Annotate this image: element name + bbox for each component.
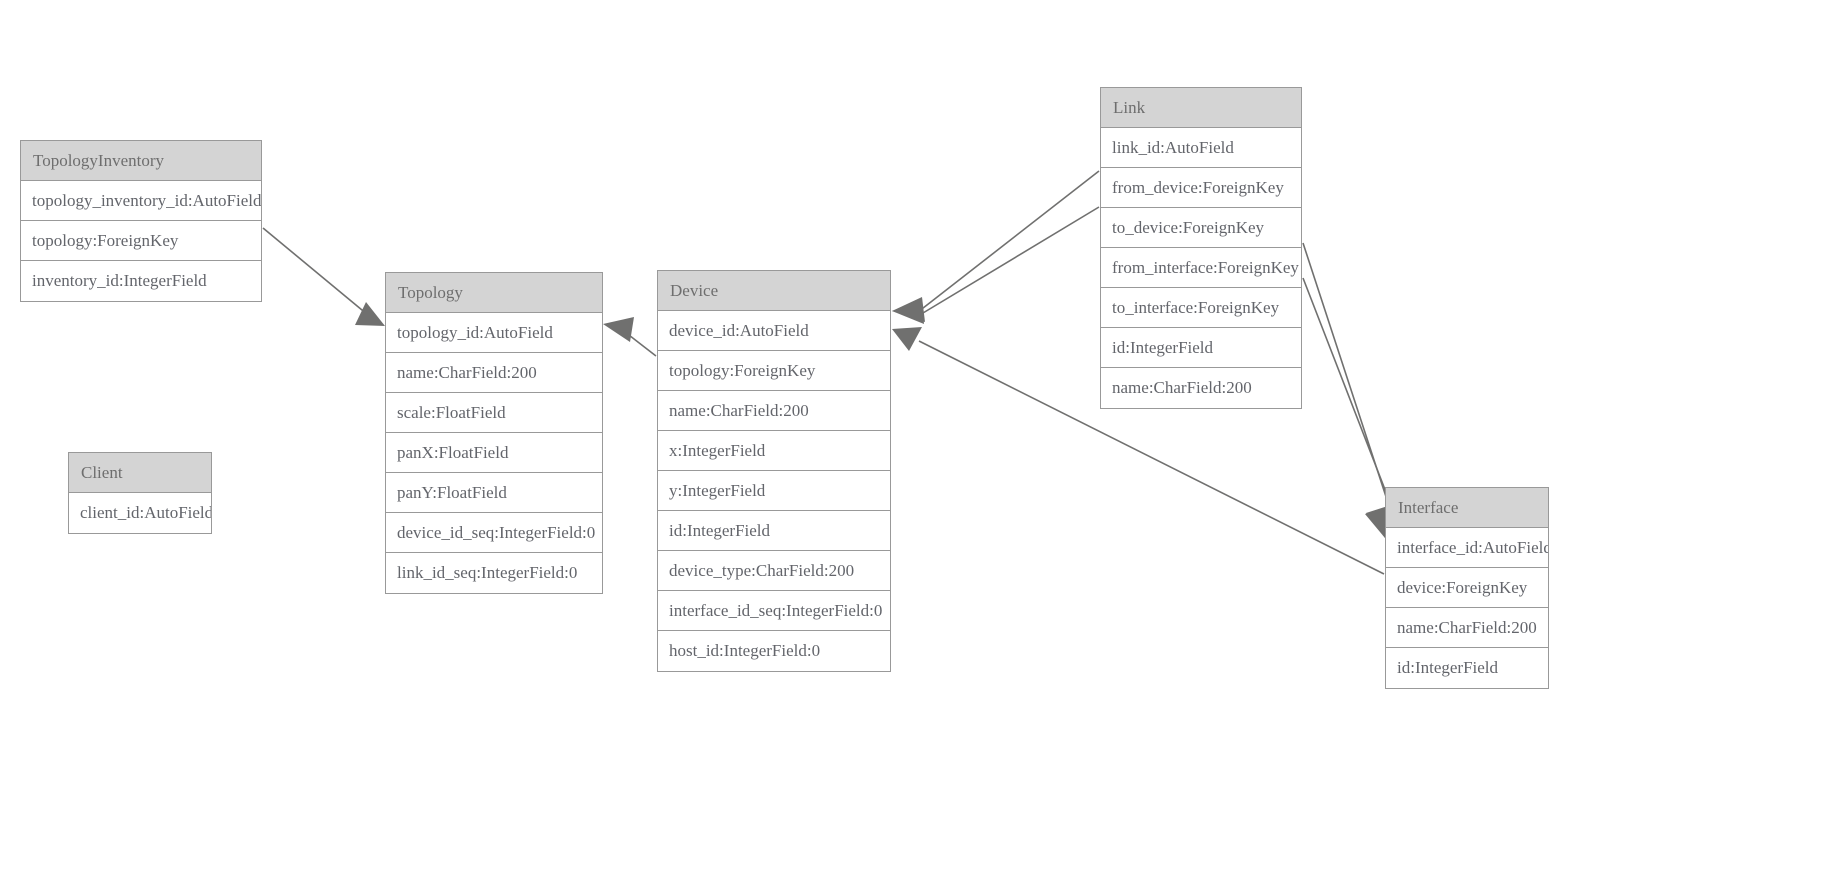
entity-field-row[interactable]: host_id:IntegerField:0	[658, 631, 890, 671]
entity-field-row[interactable]: to_device:ForeignKey	[1101, 208, 1301, 248]
entity-field-row[interactable]: name:CharField:200	[1386, 608, 1548, 648]
entity-title-client: Client	[69, 453, 211, 493]
entity-field-row[interactable]: from_interface:ForeignKey	[1101, 248, 1301, 288]
entity-field-row[interactable]: link_id:AutoField	[1101, 128, 1301, 168]
entity-field-row[interactable]: to_interface:ForeignKey	[1101, 288, 1301, 328]
entity-field-row[interactable]: inventory_id:IntegerField	[21, 261, 261, 301]
entity-field-row[interactable]: topology:ForeignKey	[21, 221, 261, 261]
entity-field-row[interactable]: name:CharField:200	[1101, 368, 1301, 408]
entity-field-row[interactable]: client_id:AutoField	[69, 493, 211, 533]
entity-field-row[interactable]: x:IntegerField	[658, 431, 890, 471]
entity-field-row[interactable]: topology_id:AutoField	[386, 313, 602, 353]
entity-field-row[interactable]: link_id_seq:IntegerField:0	[386, 553, 602, 593]
entity-field-row[interactable]: panY:FloatField	[386, 473, 602, 513]
entity-field-row[interactable]: topology_inventory_id:AutoField	[21, 181, 261, 221]
entity-field-row[interactable]: panX:FloatField	[386, 433, 602, 473]
entity-field-row[interactable]: name:CharField:200	[658, 391, 890, 431]
entity-field-row[interactable]: topology:ForeignKey	[658, 351, 890, 391]
entity-field-row[interactable]: y:IntegerField	[658, 471, 890, 511]
entity-field-row[interactable]: device_id:AutoField	[658, 311, 890, 351]
entity-title-interface: Interface	[1386, 488, 1548, 528]
edge-link-to-device	[892, 206, 1100, 324]
entity-field-row[interactable]: device:ForeignKey	[1386, 568, 1548, 608]
entity-field-row[interactable]: interface_id:AutoField	[1386, 528, 1548, 568]
entity-field-row[interactable]: id:IntegerField	[1386, 648, 1548, 688]
edge-link-from-interface	[1302, 242, 1393, 538]
entity-field-row[interactable]: device_id_seq:IntegerField:0	[386, 513, 602, 553]
entity-title-topology: Topology	[386, 273, 602, 313]
entity-field-row[interactable]: from_device:ForeignKey	[1101, 168, 1301, 208]
edge-device-topology	[603, 317, 657, 357]
entity-field-row[interactable]: name:CharField:200	[386, 353, 602, 393]
entity-field-row[interactable]: device_type:CharField:200	[658, 551, 890, 591]
entity-title-device: Device	[658, 271, 890, 311]
edge-topologyinventory-topology	[262, 227, 385, 326]
entity-field-row[interactable]: id:IntegerField	[658, 511, 890, 551]
entity-title-link: Link	[1101, 88, 1301, 128]
entity-title-topology_inventory: TopologyInventory	[21, 141, 261, 181]
entity-field-row[interactable]: scale:FloatField	[386, 393, 602, 433]
entity-field-row[interactable]: id:IntegerField	[1101, 328, 1301, 368]
entity-field-row[interactable]: interface_id_seq:IntegerField:0	[658, 591, 890, 631]
edge-link-from-device	[892, 170, 1100, 322]
edge-link-to-interface	[1302, 277, 1397, 538]
